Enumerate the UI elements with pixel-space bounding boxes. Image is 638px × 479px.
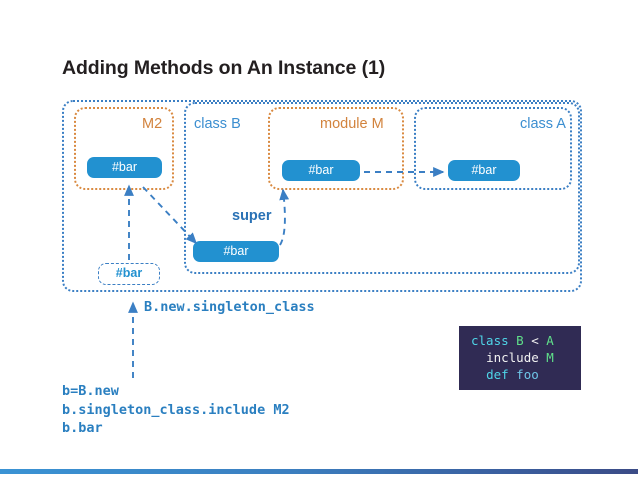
syntax-constant-a: A <box>546 333 554 348</box>
module-m-label: module M <box>320 116 384 132</box>
example-code: b=B.new b.singleton_class.include M2 b.b… <box>62 383 290 436</box>
class-a-label: class A <box>520 116 566 132</box>
diagram: M2 class B module M class A #bar #bar #b… <box>62 100 582 300</box>
syntax-operator-lt: < <box>531 333 539 348</box>
m2-label: M2 <box>142 116 163 132</box>
super-label: super <box>232 208 272 224</box>
method-pill-singleton-bar[interactable]: #bar <box>98 263 160 285</box>
singleton-class-container <box>62 100 582 292</box>
m2-container <box>74 107 174 190</box>
page-title: Adding Methods on An Instance (1) <box>62 57 386 79</box>
syntax-method-foo: foo <box>516 367 539 382</box>
syntax-code-box: class B < A include M def foo <box>459 326 581 390</box>
syntax-keyword-include: include <box>486 350 539 365</box>
class-b-label: class B <box>194 116 241 132</box>
method-pill-class-a-bar[interactable]: #bar <box>448 160 520 181</box>
syntax-constant-b: B <box>516 333 524 348</box>
method-pill-m2-bar[interactable]: #bar <box>87 157 162 178</box>
syntax-keyword-def: def <box>486 367 509 382</box>
module-m-container <box>268 107 404 190</box>
footer-gradient-bar <box>0 469 638 474</box>
class-a-container <box>414 107 572 190</box>
method-pill-module-m-bar[interactable]: #bar <box>282 160 360 181</box>
syntax-code-text: class B < A include M def foo <box>471 332 581 383</box>
syntax-keyword-class: class <box>471 333 509 348</box>
method-pill-class-b-bar[interactable]: #bar <box>193 241 279 262</box>
syntax-constant-m: M <box>546 350 554 365</box>
singleton-class-annotation: B.new.singleton_class <box>144 299 315 315</box>
